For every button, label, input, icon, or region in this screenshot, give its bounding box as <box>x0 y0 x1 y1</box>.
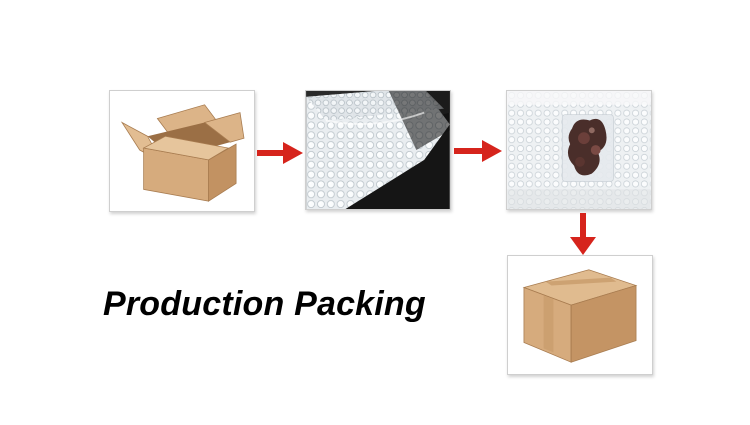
wrapped-product-icon <box>507 91 651 209</box>
page-title: Production Packing <box>103 285 426 324</box>
arrow-right-icon <box>255 141 305 165</box>
arrow-right-icon <box>452 139 504 163</box>
step-open-box-image <box>109 90 255 212</box>
step-wrapped-product-image <box>506 90 652 210</box>
step-sealed-box-image <box>507 255 653 375</box>
step-bubble-wrap-image <box>305 90 451 210</box>
sealed-cardboard-box-icon <box>508 256 652 374</box>
arrow-down-icon <box>568 211 598 257</box>
bubble-wrap-roll-icon <box>306 91 450 209</box>
open-cardboard-box-icon <box>110 91 254 211</box>
